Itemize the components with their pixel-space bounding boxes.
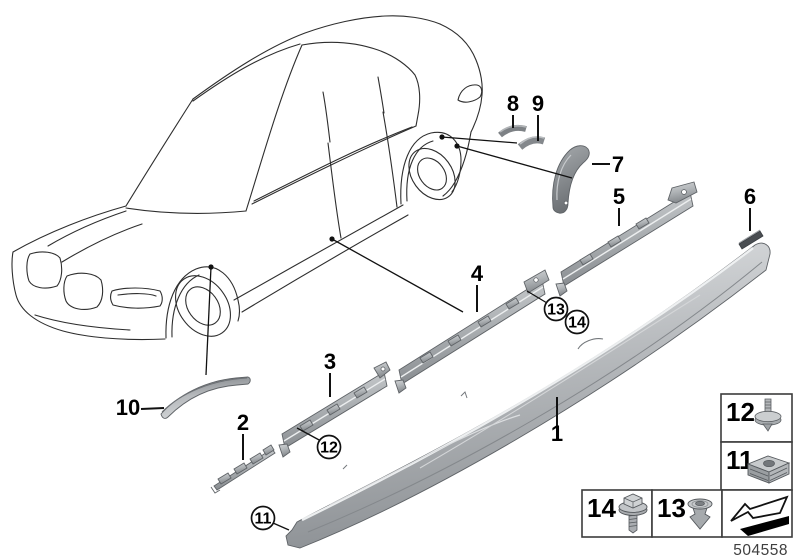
circled-callout-12-label: 12 <box>320 440 338 457</box>
legend-box-11[interactable]: 11 <box>720 441 793 491</box>
circled-callout-14[interactable]: 14 <box>564 309 590 335</box>
part-4-carrier-middle <box>394 269 550 394</box>
part-7-wheel-arch-cover-rear <box>552 145 590 214</box>
circled-callout-13[interactable]: 13 <box>543 296 569 322</box>
part-3-carrier-front <box>278 361 391 458</box>
legend-box-14[interactable]: 14 <box>581 489 653 538</box>
circled-callout-12[interactable]: 12 <box>316 434 342 460</box>
callout-3[interactable]: 3 <box>324 349 336 374</box>
part-2-clip-rail <box>210 444 276 494</box>
legend-box-14-label: 14 <box>587 493 616 523</box>
part-10-wheel-arch-trim-front <box>160 376 251 419</box>
circled-callout-11-label: 11 <box>255 511 272 528</box>
callout-4[interactable]: 4 <box>471 261 484 286</box>
callout-2[interactable]: 2 <box>237 410 249 435</box>
legend-box-arrow[interactable] <box>721 489 793 538</box>
doc-number: 504558 <box>733 542 788 559</box>
legend-box-12-label: 12 <box>726 397 755 427</box>
cage-nut-icon <box>746 455 791 484</box>
expanding-rivet-icon <box>687 498 713 530</box>
legend-box-12[interactable]: 12 <box>720 393 793 443</box>
car-outline-graphic <box>11 15 483 341</box>
callout-8[interactable]: 8 <box>507 91 519 116</box>
circled-callout-14-label: 14 <box>568 315 586 332</box>
circled-callout-13-label: 13 <box>547 302 565 319</box>
leader-lines <box>140 115 751 531</box>
callout-6[interactable]: 6 <box>744 184 756 209</box>
hex-screw-icon <box>618 493 648 534</box>
legend-box-13-label: 13 <box>657 493 686 523</box>
part-6-end-strip <box>738 229 764 250</box>
part-1-sill-strip <box>285 242 771 549</box>
callout-7[interactable]: 7 <box>612 152 624 177</box>
part-9-trim-strip <box>517 136 546 150</box>
circled-callout-11[interactable]: 11 <box>250 505 276 531</box>
push-pin-screw-icon <box>754 398 782 432</box>
callout-9[interactable]: 9 <box>532 91 544 116</box>
callout-1[interactable]: 1 <box>551 421 563 446</box>
part-5-carrier-rear <box>555 181 698 297</box>
direction-arrow-icon <box>730 495 789 536</box>
legend-box-13[interactable]: 13 <box>651 489 723 538</box>
callout-5[interactable]: 5 <box>613 184 625 209</box>
callout-10[interactable]: 10 <box>116 395 140 420</box>
